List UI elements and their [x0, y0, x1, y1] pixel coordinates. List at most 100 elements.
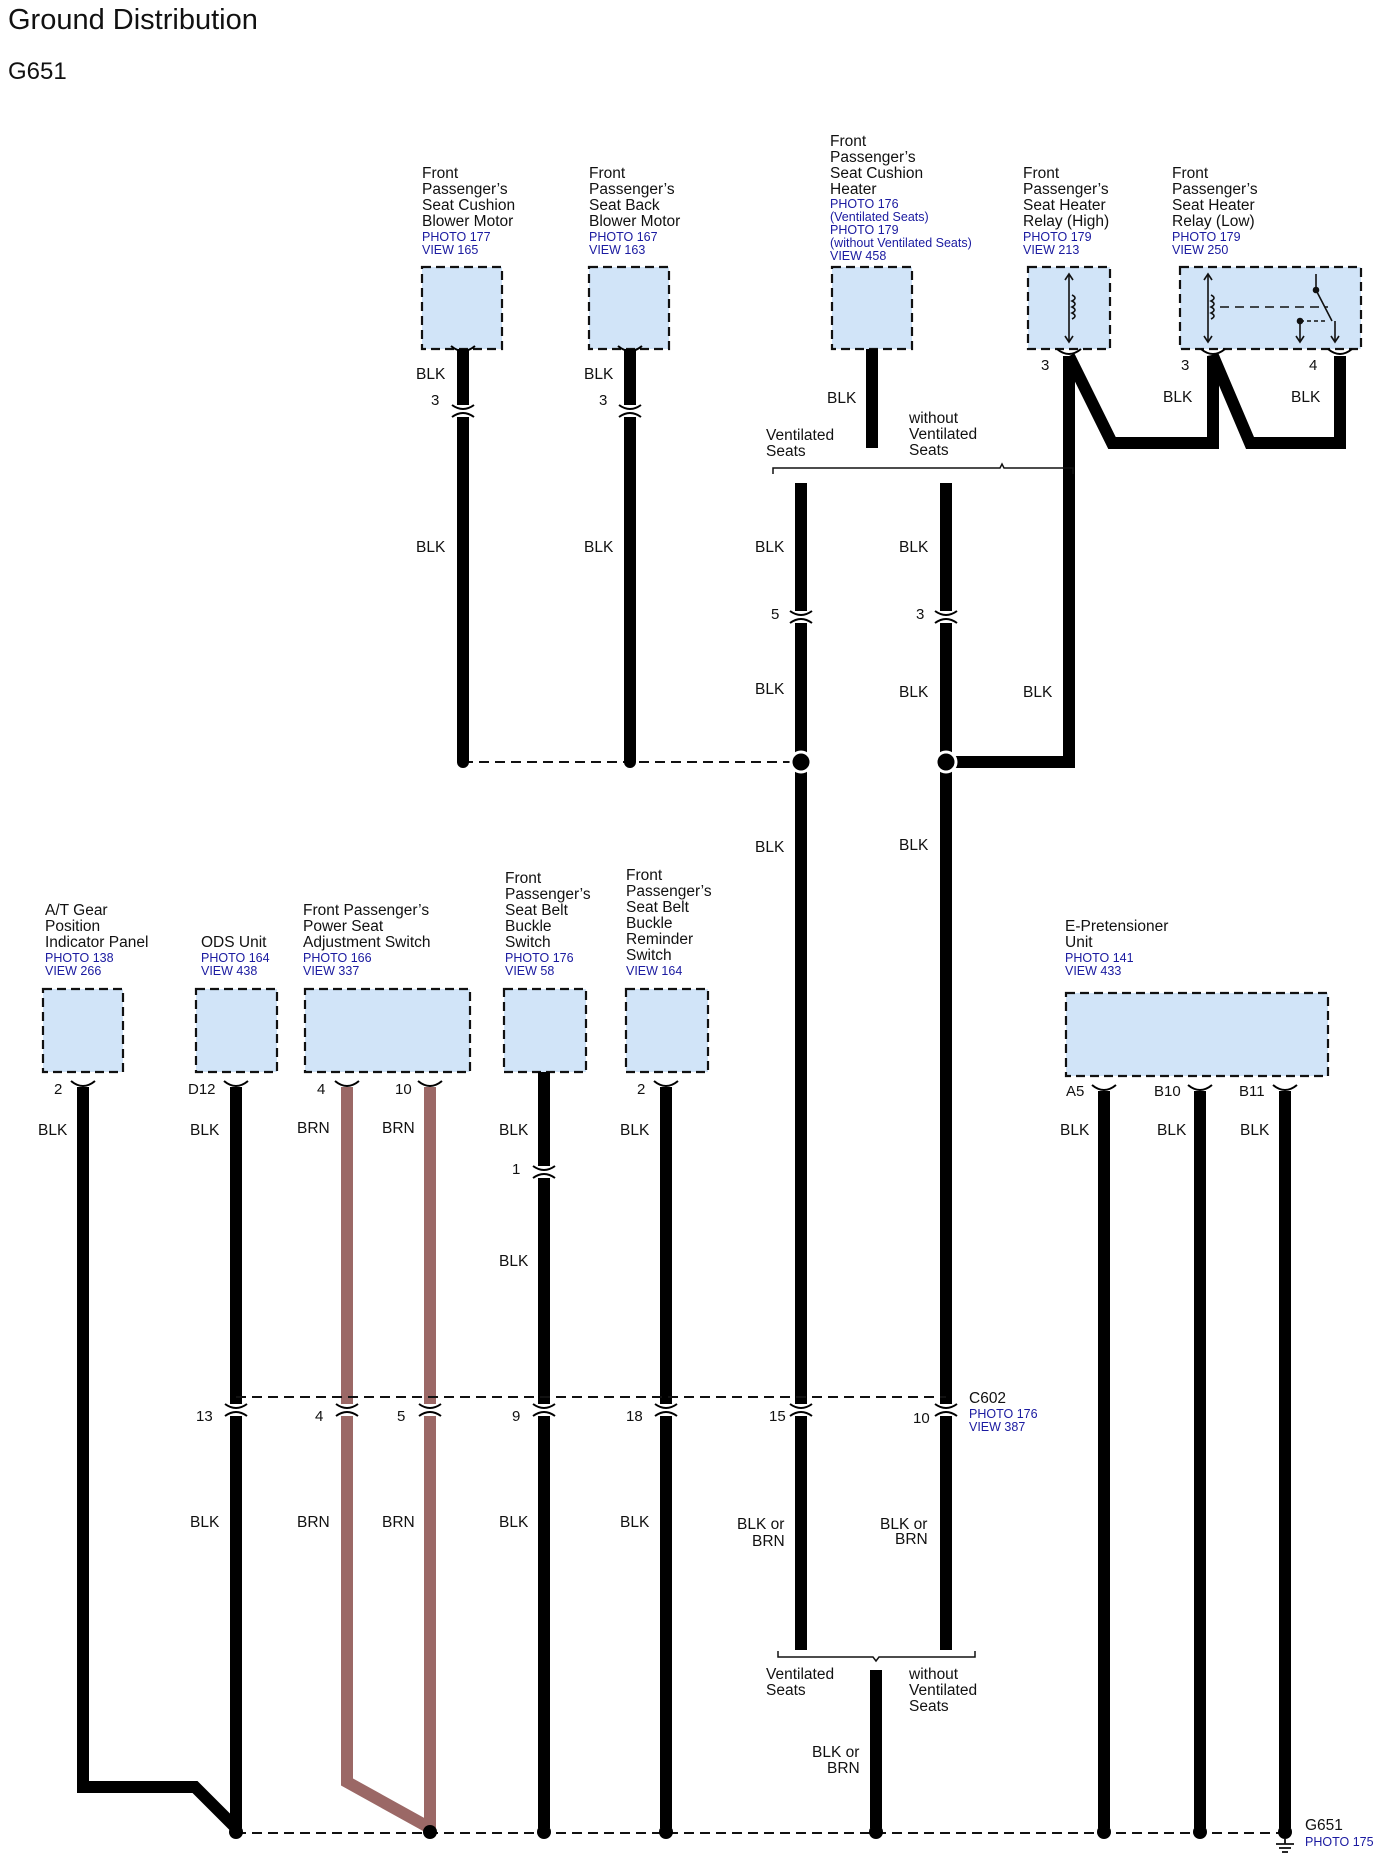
relay-low-switch-icon [1203, 272, 1340, 344]
connector-terminal [789, 1403, 813, 1409]
relay-high-coil-icon [1064, 272, 1076, 344]
svg-text:Reminder: Reminder [626, 931, 693, 948]
connector-terminal-gap [339, 1404, 355, 1416]
svg-text:3: 3 [431, 392, 439, 409]
svg-text:VIEW 250: VIEW 250 [1172, 243, 1228, 257]
svg-text:13: 13 [196, 1408, 213, 1425]
seat-belt-buckle-switch-box [502, 987, 588, 1074]
splice-dot-power-seat [423, 1825, 437, 1839]
connector-terminal [532, 1173, 556, 1179]
svg-text:BLK: BLK [1240, 1122, 1270, 1139]
svg-text:4: 4 [317, 1081, 325, 1098]
label-seat-heater-relay-high: Front Passenger’s Seat Heater Relay (Hig… [1023, 165, 1109, 257]
svg-text:PHOTO 179: PHOTO 179 [1172, 230, 1241, 244]
svg-text:18: 18 [626, 1408, 643, 1425]
svg-text:Front: Front [830, 133, 867, 150]
svg-text:10: 10 [395, 1081, 412, 1098]
svg-text:Ventilated: Ventilated [766, 1666, 834, 1683]
svg-text:1: 1 [512, 1161, 520, 1178]
label-seat-back-blower-motor: Front Passenger’s Seat Back Blower Motor… [589, 165, 680, 257]
connector-terminal [450, 345, 476, 352]
svg-text:Blower Motor: Blower Motor [422, 213, 513, 230]
svg-text:4: 4 [1309, 357, 1317, 374]
svg-text:Passenger’s: Passenger’s [1023, 181, 1109, 198]
svg-text:3: 3 [1181, 357, 1189, 374]
svg-text:Front: Front [1023, 165, 1060, 182]
svg-text:BLK: BLK [499, 1514, 529, 1531]
g651-ground-label: G651 PHOTO 175 [1305, 1817, 1374, 1849]
connector-terminal-gap [938, 611, 954, 623]
svg-text:5: 5 [771, 606, 779, 623]
svg-text:VIEW 163: VIEW 163 [589, 243, 645, 257]
connector-terminal [1327, 348, 1353, 355]
connector-terminal [1200, 348, 1226, 355]
svg-text:Buckle: Buckle [505, 918, 552, 935]
seat-belt-buckle-reminder-switch-box [624, 987, 710, 1074]
svg-text:BLK: BLK [190, 1122, 220, 1139]
svg-text:BLK: BLK [1291, 389, 1321, 406]
connector-terminal [1056, 348, 1082, 355]
svg-text:BRN: BRN [827, 1760, 860, 1777]
connector-terminal [789, 618, 813, 624]
connector-terminal [335, 1411, 359, 1417]
variant-labels-lower: Ventilated Seats without Ventilated Seat… [766, 1666, 977, 1715]
svg-text:2: 2 [54, 1081, 62, 1098]
connector-terminal [223, 1080, 249, 1087]
svg-text:ODS Unit: ODS Unit [201, 934, 267, 951]
connector-terminal [334, 1080, 360, 1087]
svg-text:PHOTO 167: PHOTO 167 [589, 230, 658, 244]
svg-text:Ventilated: Ventilated [766, 427, 834, 444]
svg-text:Passenger’s: Passenger’s [1172, 181, 1258, 198]
svg-text:BLK: BLK [899, 539, 929, 556]
connector-terminal-gap [536, 1166, 552, 1178]
connector-terminal [789, 1411, 813, 1417]
svg-text:PHOTO 138: PHOTO 138 [45, 951, 114, 965]
svg-text:BRN: BRN [297, 1514, 330, 1531]
svg-text:VIEW 58: VIEW 58 [505, 964, 554, 978]
svg-text:PHOTO 176: PHOTO 176 [505, 951, 574, 965]
svg-text:Relay (High): Relay (High) [1023, 213, 1109, 230]
svg-text:Seat Belt: Seat Belt [505, 902, 569, 919]
label-gear-position-indicator-panel: A/T Gear Position Indicator Panel PHOTO … [45, 902, 148, 978]
label-seat-cushion-blower-motor: Front Passenger’s Seat Cushion Blower Mo… [422, 165, 515, 257]
svg-text:G651: G651 [1305, 1817, 1343, 1834]
svg-text:Buckle: Buckle [626, 915, 673, 932]
wire-relay-ground-loop [1063, 353, 1346, 449]
svg-text:Seats: Seats [766, 443, 806, 460]
svg-text:BLK: BLK [755, 839, 785, 856]
svg-text:D12: D12 [188, 1081, 216, 1098]
connector-terminal [335, 1403, 359, 1409]
svg-text:Relay (Low): Relay (Low) [1172, 213, 1255, 230]
connector-terminal-gap [422, 1404, 438, 1416]
wire-color-labels: BLK BLK BLK BLK BLK BLK BLK BLK BLK BLK … [38, 366, 1321, 1777]
svg-text:BLK: BLK [1157, 1122, 1187, 1139]
svg-text:C602: C602 [969, 1390, 1006, 1407]
connector-terminal [789, 610, 813, 616]
connector-terminal [451, 412, 475, 418]
svg-text:BLK: BLK [1163, 389, 1193, 406]
svg-text:3: 3 [916, 606, 924, 623]
pin-numbers: 3 3 3 3 4 5 3 2 D12 4 10 1 2 A5 B10 B11 … [54, 357, 1317, 1427]
connector-terminal-gap [455, 405, 471, 417]
label-seat-heater-relay-low: Front Passenger’s Seat Heater Relay (Low… [1172, 165, 1258, 257]
connector-terminal [224, 1411, 248, 1417]
svg-text:VIEW 165: VIEW 165 [422, 243, 478, 257]
connector-terminal-gap [622, 405, 638, 417]
svg-text:BLK: BLK [620, 1514, 650, 1531]
splice-dot-reminder [659, 1825, 673, 1839]
svg-text:(without Ventilated Seats): (without Ventilated Seats) [830, 236, 972, 250]
svg-text:BLK: BLK [416, 366, 446, 383]
svg-text:Unit: Unit [1065, 934, 1093, 951]
svg-text:A5: A5 [1066, 1083, 1084, 1100]
label-ods-unit: ODS Unit PHOTO 164 VIEW 438 [201, 934, 270, 978]
svg-text:PHOTO 179: PHOTO 179 [830, 223, 899, 237]
page-title: Ground Distribution [8, 4, 258, 36]
svg-text:without: without [908, 1666, 959, 1683]
ods-unit-box [194, 987, 279, 1074]
svg-text:3: 3 [1041, 357, 1049, 374]
label-power-seat-adjustment-switch: Front Passenger’s Power Seat Adjustment … [303, 902, 431, 978]
svg-text:3: 3 [599, 392, 607, 409]
splice-dot-pretensioner-a5 [1097, 1825, 1111, 1839]
label-seat-belt-buckle-switch: Front Passenger’s Seat Belt Buckle Switc… [505, 870, 591, 978]
